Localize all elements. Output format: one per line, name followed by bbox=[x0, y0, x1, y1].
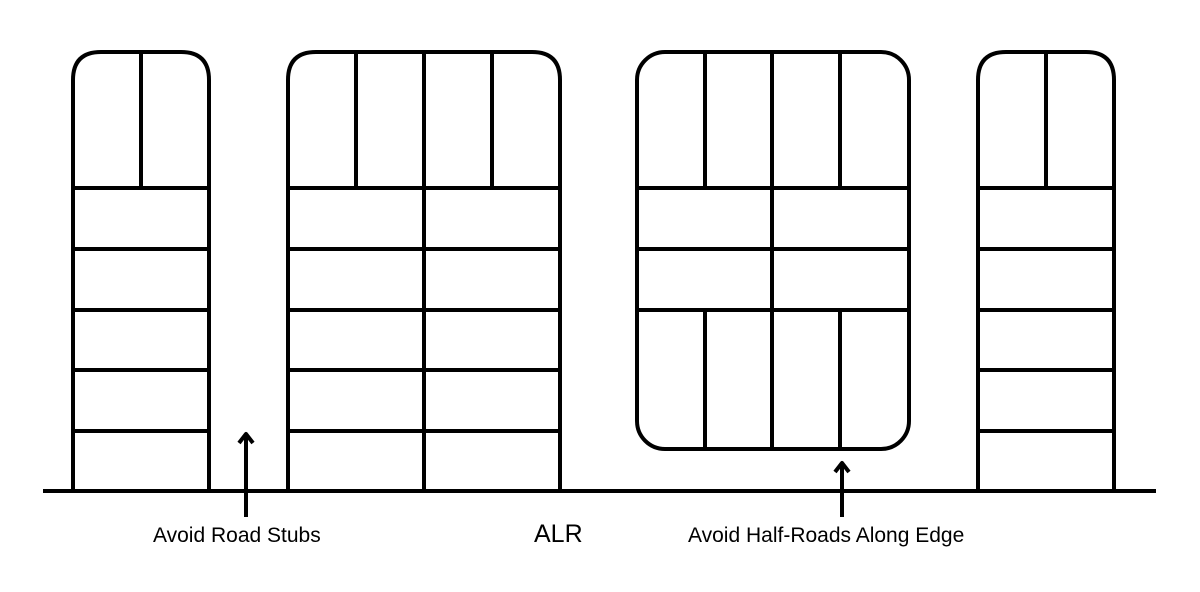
label-avoid-half-roads: Avoid Half-Roads Along Edge bbox=[688, 524, 965, 547]
block-4 bbox=[976, 50, 1116, 491]
block-1 bbox=[71, 50, 211, 491]
arrow-half-roads-head bbox=[833, 461, 851, 474]
label-alr: ALR bbox=[534, 520, 583, 548]
block-3 bbox=[635, 50, 911, 451]
arrow-road-stubs bbox=[237, 432, 255, 517]
label-avoid-road-stubs: Avoid Road Stubs bbox=[153, 524, 321, 547]
arrow-half-roads bbox=[833, 461, 851, 517]
arrow-road-stubs-head bbox=[237, 432, 255, 445]
block-2 bbox=[286, 50, 562, 491]
